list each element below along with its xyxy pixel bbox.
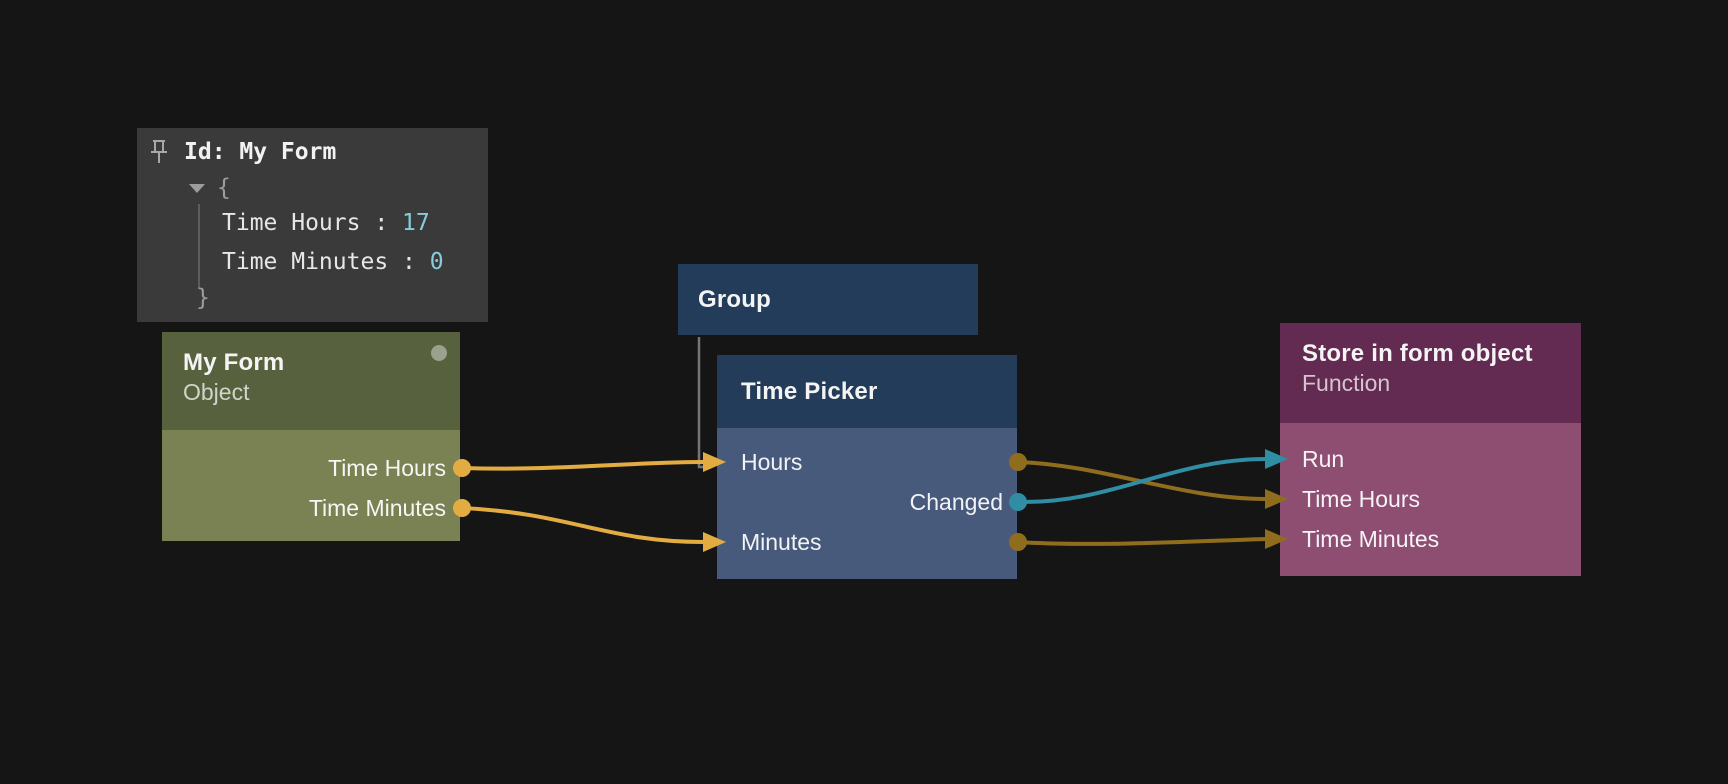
input-row-time-minutes[interactable]: Time Minutes [1302, 525, 1440, 552]
open-brace: { [217, 175, 231, 201]
node-time-picker[interactable]: Time Picker Hours Changed Minutes [717, 355, 1017, 579]
wire-hours-to-store-timehours[interactable] [1016, 460, 1268, 501]
wire-timehours-to-hours[interactable] [460, 460, 706, 471]
output-row-time-minutes[interactable]: Time Minutes [308, 494, 446, 521]
output-row-changed[interactable]: Changed [909, 488, 1003, 515]
node-time-picker-header: Time Picker [717, 355, 1017, 428]
node-time-picker-body: Hours Changed Minutes [717, 428, 1017, 579]
node-title: My Form [183, 349, 285, 376]
field-value: 17 [402, 210, 430, 236]
field-separator: : [388, 249, 430, 275]
field-separator: : [360, 210, 403, 236]
inspector-field: Time Minutes : 0 [222, 247, 444, 277]
value-inspector-panel: Id: My Form { Time Hours : 17 Time Minut… [137, 128, 488, 322]
node-store-header: Store in form object Function [1280, 323, 1581, 423]
field-value: 0 [429, 249, 444, 275]
indent-guide [198, 204, 200, 288]
wire-timeminutes-to-minutes[interactable] [460, 506, 706, 544]
hierarchy-line-group-timepicker [697, 337, 712, 469]
input-row-hours[interactable]: Hours [741, 448, 803, 475]
node-subtitle: Function [1302, 370, 1391, 396]
wire-changed-to-store-run[interactable] [1016, 457, 1268, 505]
close-brace: } [196, 285, 210, 311]
node-title: Time Picker [741, 377, 878, 405]
node-my-form-header: My Form Object [162, 332, 460, 430]
expander-triangle-icon[interactable] [189, 184, 205, 193]
status-dot [431, 345, 447, 361]
node-group[interactable]: Group [678, 264, 978, 335]
wire-minutes-to-store-timeminutes[interactable] [1016, 537, 1268, 546]
node-subtitle: Object [183, 379, 250, 405]
node-store-in-form-object[interactable]: Store in form object Function Run Time H… [1280, 323, 1581, 576]
node-title: Store in form object [1302, 340, 1533, 367]
node-title: Group [698, 285, 771, 313]
node-store-body: Run Time Hours Time Minutes [1280, 423, 1581, 576]
pin-icon[interactable] [148, 139, 170, 165]
input-row-minutes[interactable]: Minutes [741, 528, 822, 555]
inspector-title: Id: My Form [184, 139, 337, 165]
field-label: Time Minutes [222, 249, 389, 275]
output-row-time-hours[interactable]: Time Hours [328, 454, 446, 481]
node-my-form-body: Time Hours Time Minutes [162, 430, 460, 541]
field-label: Time Hours [222, 210, 361, 236]
input-row-time-hours[interactable]: Time Hours [1302, 485, 1420, 512]
inspector-field: Time Hours : 17 [222, 208, 430, 238]
node-my-form[interactable]: My Form Object Time Hours Time Minutes [162, 332, 460, 541]
input-row-run[interactable]: Run [1302, 445, 1345, 472]
